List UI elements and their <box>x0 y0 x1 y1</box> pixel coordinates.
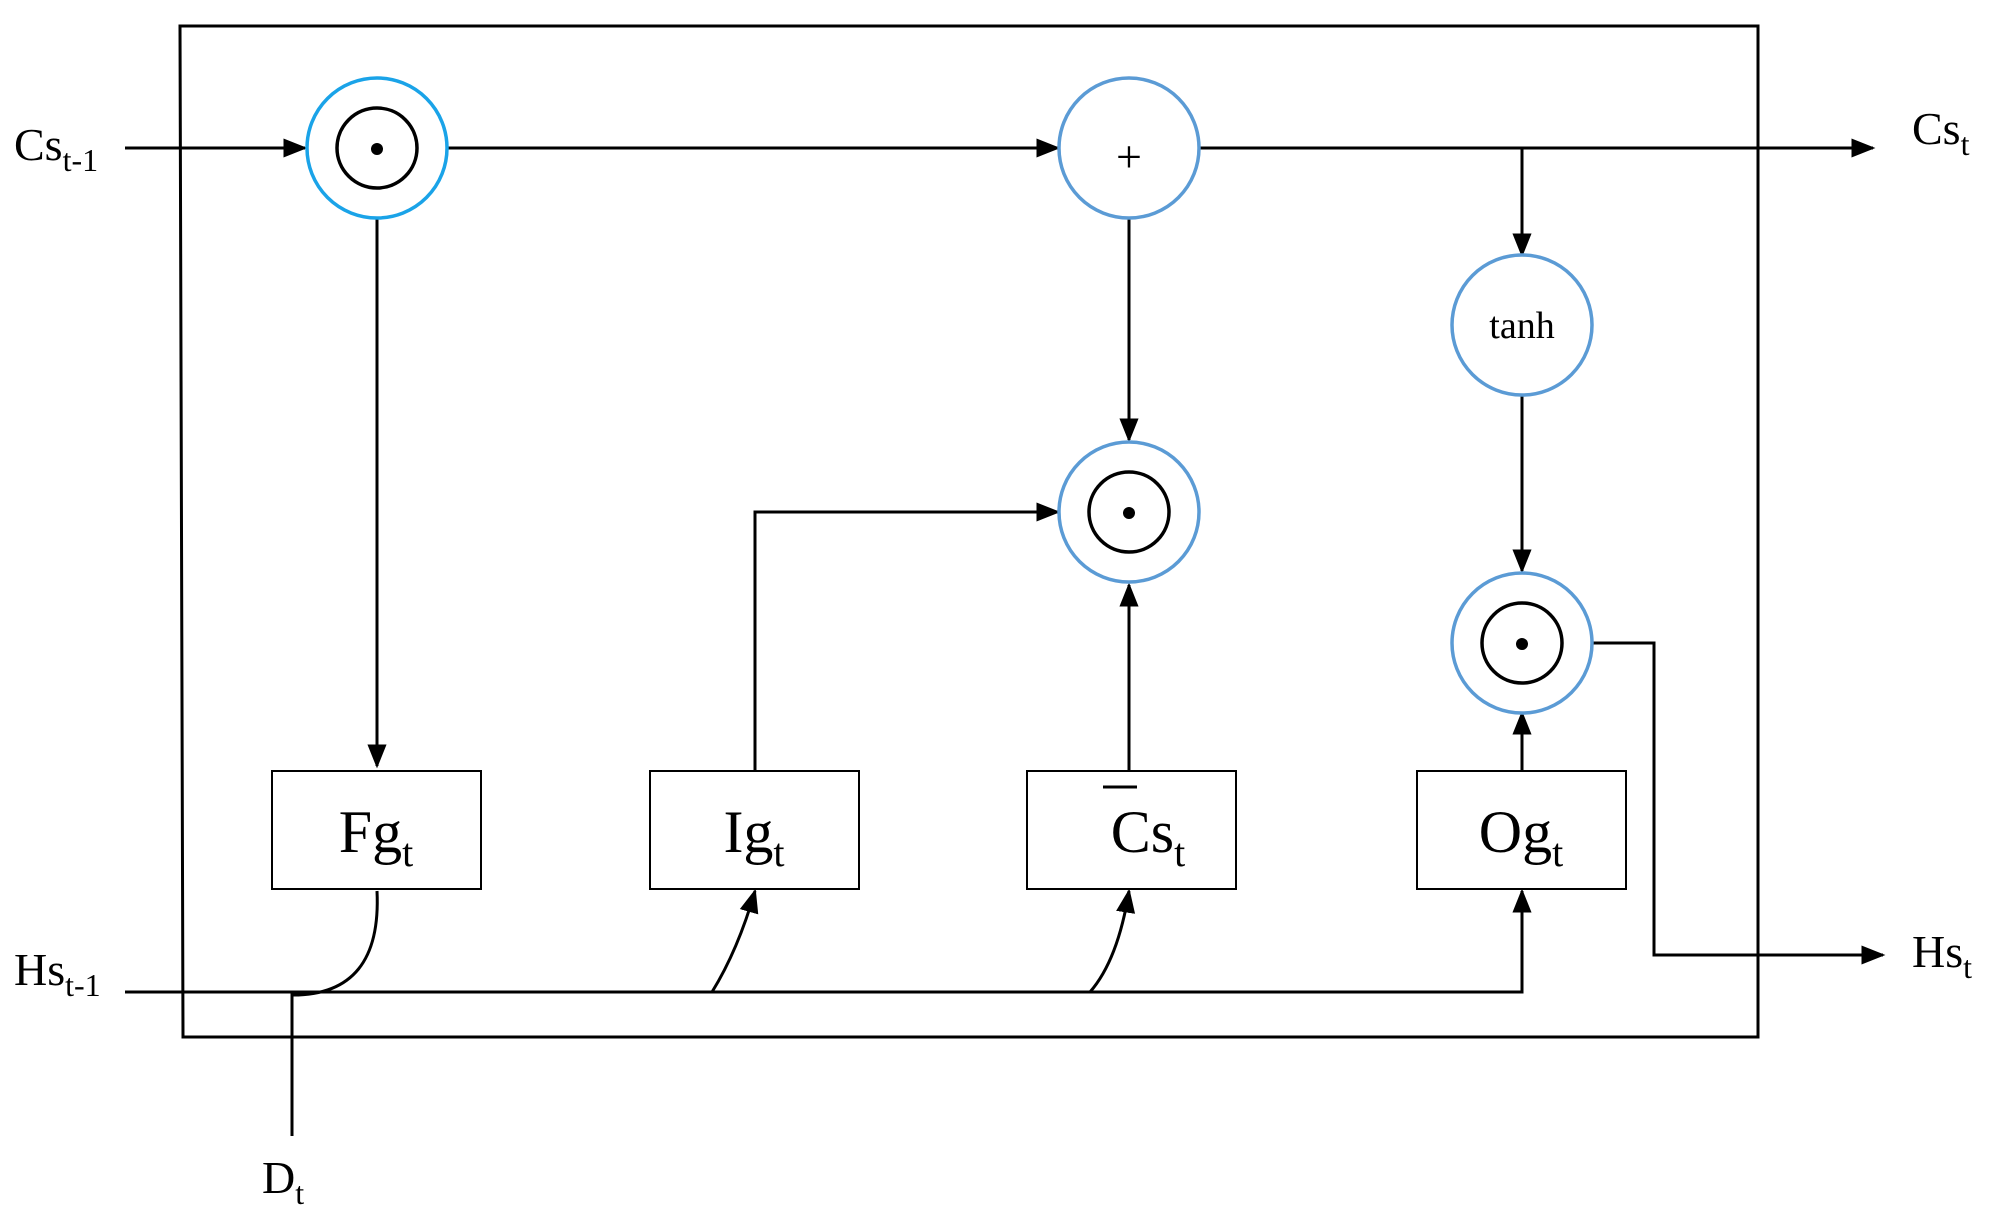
forget-gate-subscript: t <box>402 830 413 875</box>
output-gate-box: Ogt <box>1416 770 1627 890</box>
candidate-gate-subscript: t <box>1174 830 1185 875</box>
cell-frame <box>178 24 1760 1039</box>
output-gate-subscript: t <box>1552 830 1563 875</box>
forget-multiply-node <box>305 76 449 220</box>
candidate-gate-box: Cst <box>1026 770 1237 890</box>
cell-output-label: Cst <box>1912 103 1970 162</box>
candidate-gate-label: Cs <box>1111 799 1174 865</box>
input-multiply-node <box>1057 440 1201 584</box>
output-gate-label: Og <box>1479 799 1552 865</box>
wire-input-gate-to-mult <box>753 502 1061 770</box>
output-multiply-node <box>1450 571 1594 715</box>
add-symbol: + <box>1116 131 1142 182</box>
cell-prev-input-label: Cst-1 <box>14 119 98 178</box>
input-gate-subscript: t <box>773 830 784 875</box>
wire-bus-to-candidate <box>1088 888 1136 993</box>
wire-hidden-out <box>1592 641 1886 965</box>
tanh-label: tanh <box>1489 305 1554 347</box>
tanh-node: tanh <box>1450 253 1594 397</box>
wire-forget-gate-to-bus <box>292 890 379 997</box>
svg-text:Igt: Igt <box>723 799 784 875</box>
hidden-output-label: Hst <box>1912 926 1972 985</box>
svg-text:Ogt: Ogt <box>1479 799 1563 875</box>
hidden-prev-input-label: Hst-1 <box>14 944 101 1003</box>
wire-hidden-prev-bus <box>125 888 1532 994</box>
input-gate-label: Ig <box>723 799 773 865</box>
input-gate-box: Igt <box>649 770 860 890</box>
wire-bus-to-input-gate <box>710 888 759 993</box>
add-node: + <box>1057 76 1201 220</box>
svg-text:Cst: Cst <box>1111 799 1186 875</box>
data-input-label: Dt <box>262 1152 304 1211</box>
forget-gate-box: Fgt <box>271 770 482 890</box>
svg-text:Fgt: Fgt <box>339 799 414 875</box>
forget-gate-label: Fg <box>339 799 402 865</box>
